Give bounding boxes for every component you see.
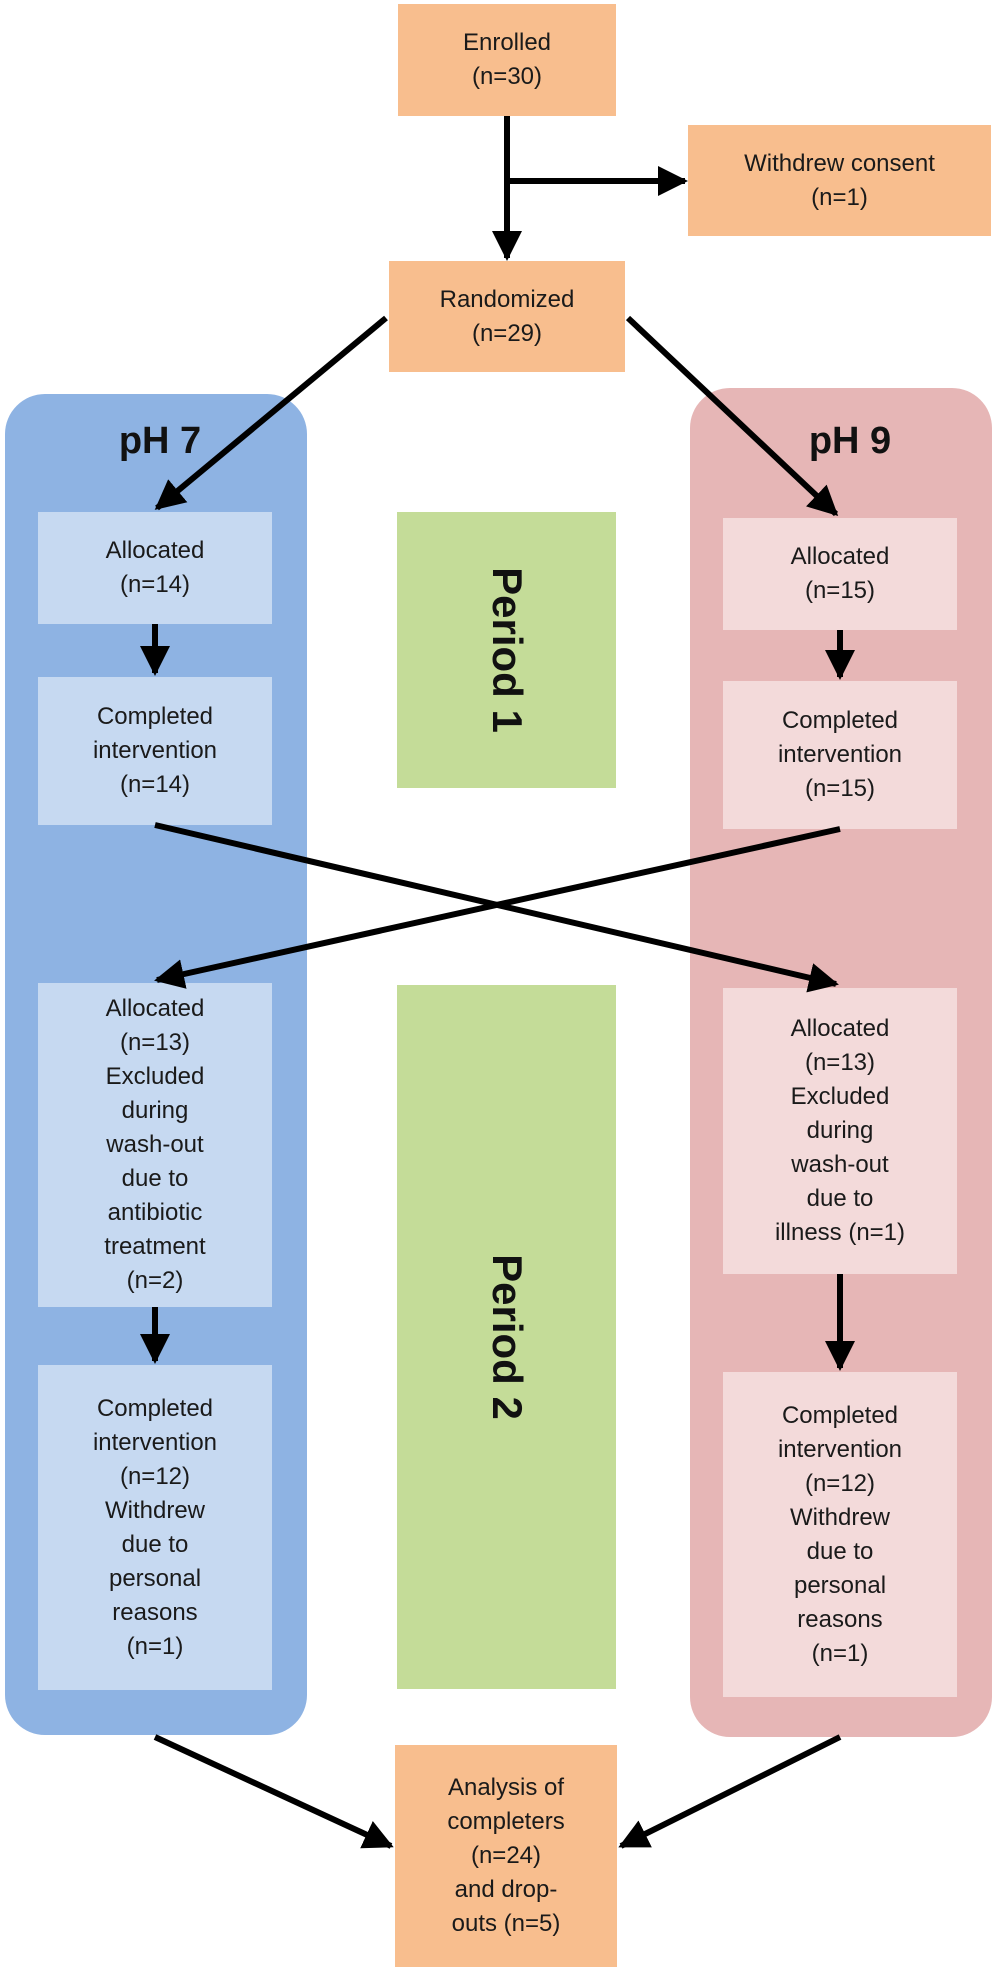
arrow-crossover-ph9-to-ph7 (154, 826, 841, 989)
ph9-completed2-line: intervention (777, 1435, 903, 1463)
ph7-completed2-line: (n=1) (126, 1632, 184, 1660)
ph9-completed2-line: personal (793, 1571, 887, 1599)
enrolled-label: Enrolled (462, 29, 552, 56)
ph7-completed2-line: (n=12) (119, 1462, 191, 1490)
analysis-line: (n=24) (470, 1842, 542, 1869)
ph9-completed1-count: (n=15) (804, 775, 876, 802)
ph9-completed-period2: Completed intervention (n=12) Withdrew d… (723, 1372, 957, 1697)
randomized-count: (n=29) (471, 319, 543, 347)
arrow-randomized-to-ph7 (154, 315, 388, 511)
ph7-allocated2-line: during (121, 1097, 189, 1124)
ph9-completed2-line: reasons (797, 1605, 883, 1633)
ph7-title: pH 7 (118, 420, 202, 462)
ph7-allocated2-line: treatment (104, 1233, 206, 1260)
analysis-line: Analysis of (447, 1774, 565, 1801)
ph7-completed1-line: intervention (92, 737, 218, 764)
enrolled-box: Enrolled (n=30) (398, 4, 616, 116)
ph7-completed2-line: Withdrew (104, 1496, 206, 1524)
ph7-allocated2-line: due to (121, 1165, 189, 1192)
randomized-box: Randomized (n=29) (389, 261, 625, 372)
ph7-completed2-line: reasons (112, 1598, 198, 1626)
ph7-completed-period1: Completed intervention (n=14) (38, 677, 272, 825)
ph7-allocated-period2: Allocated (n=13) Excluded during wash-ou… (38, 983, 272, 1307)
ph7-allocated2-line: antibiotic (107, 1199, 203, 1226)
period2-box: Period 2 (397, 985, 616, 1689)
ph7-allocated1-count: (n=14) (119, 571, 191, 598)
ph9-completed2-line: Withdrew (789, 1503, 891, 1531)
analysis-line: completers (447, 1808, 565, 1835)
ph7-allocated1-label: Allocated (105, 537, 205, 564)
ph9-allocated2-line: (n=13) (804, 1049, 876, 1076)
ph9-completed2-line: (n=12) (804, 1469, 876, 1497)
ph9-allocated2-line: wash-out (791, 1151, 889, 1178)
ph9-completed2-line: Completed (781, 1401, 899, 1429)
ph7-completed1-line: Completed (96, 703, 214, 730)
ph9-allocated-period1: Allocated (n=15) (723, 518, 957, 630)
analysis-line: outs (n=5) (451, 1910, 561, 1937)
ph9-completed1-line: intervention (777, 741, 903, 768)
ph7-allocated2-line: (n=13) (119, 1029, 191, 1056)
ph7-completed-period2: Completed intervention (n=12) Withdrew d… (38, 1365, 272, 1690)
ph9-completed2-line: due to (806, 1537, 874, 1565)
analysis-line: and drop- (454, 1876, 558, 1903)
ph9-allocated2-line: Allocated (790, 1015, 890, 1042)
ph9-allocated2-line: due to (806, 1185, 874, 1212)
ph9-completed2-line: (n=1) (811, 1639, 869, 1667)
ph9-allocated2-line: during (806, 1117, 874, 1144)
enrolled-count: (n=30) (471, 63, 543, 90)
ph7-completed2-line: personal (108, 1564, 202, 1592)
ph7-allocated2-line: (n=2) (126, 1267, 184, 1294)
ph7-allocated2-line: wash-out (106, 1131, 204, 1158)
ph9-allocated-period2: Allocated (n=13) Excluded during wash-ou… (723, 988, 957, 1274)
arrow-ph7-to-analysis (153, 1734, 394, 1849)
ph7-completed1-count: (n=14) (119, 771, 191, 798)
ph9-allocated2-line: Excluded (790, 1083, 890, 1110)
ph9-completed1-line: Completed (781, 707, 899, 734)
ph9-title: pH 9 (808, 420, 892, 462)
ph9-allocated2-line: illness (n=1) (774, 1219, 906, 1246)
period1-box: Period 1 (397, 512, 616, 788)
ph7-completed2-line: due to (121, 1530, 189, 1558)
arrow-ph9-to-analysis (618, 1734, 842, 1849)
ph7-allocated2-line: Allocated (105, 995, 205, 1022)
ph9-allocated1-label: Allocated (790, 543, 890, 570)
withdrew-label: Withdrew consent (744, 149, 935, 177)
withdrew-count: (n=1) (811, 183, 868, 211)
ph7-allocated2-line: Excluded (105, 1063, 205, 1090)
arrow-randomized-to-ph9 (625, 315, 839, 517)
withdrew-consent-box: Withdrew consent (n=1) (688, 125, 991, 236)
ph9-completed-period1: Completed intervention (n=15) (723, 681, 957, 829)
ph7-completed2-line: Completed (96, 1394, 214, 1422)
analysis-box: Analysis of completers (n=24) and drop- … (395, 1745, 617, 1967)
ph7-allocated-period1: Allocated (n=14) (38, 512, 272, 624)
ph9-allocated1-count: (n=15) (804, 577, 876, 604)
ph7-completed2-line: intervention (92, 1428, 218, 1456)
randomized-label: Randomized (439, 285, 575, 313)
